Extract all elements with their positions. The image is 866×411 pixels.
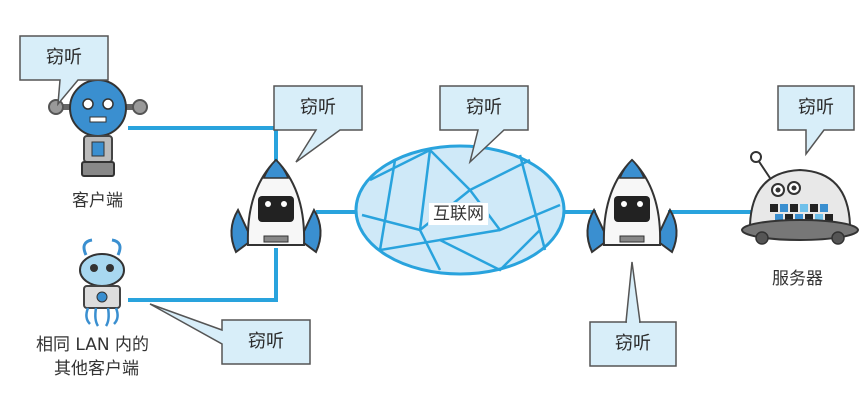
callout-lan-other	[149, 303, 311, 365]
lan-client-label-line2: 其他客户端	[54, 359, 139, 379]
lan-client-robot-icon	[79, 238, 125, 327]
wire-client-to-router	[128, 126, 278, 168]
client-robot-icon	[48, 79, 148, 177]
wire-lan-to-router	[128, 248, 278, 302]
callout-client	[19, 35, 109, 107]
right-router-rocket-icon	[586, 158, 678, 254]
callout-left-router	[273, 85, 363, 163]
callout-internet	[439, 85, 529, 165]
lan-client-label-line1: 相同 LAN 内的	[36, 335, 150, 355]
callout-lan-other-text: 窃听	[248, 331, 284, 352]
left-router-rocket-icon	[230, 158, 322, 254]
callout-right-router	[589, 261, 677, 367]
callout-internet-text: 窃听	[466, 97, 502, 118]
callout-server	[777, 85, 855, 157]
callout-server-text: 窃听	[798, 97, 834, 118]
callout-left-router-text: 窃听	[300, 97, 336, 118]
callout-client-text: 窃听	[46, 47, 82, 68]
server-robot-icon	[741, 151, 859, 245]
callout-right-router-text: 窃听	[615, 333, 651, 354]
server-label: 服务器	[772, 269, 823, 289]
internet-label: 互联网	[428, 202, 489, 226]
client-label: 客户端	[72, 191, 123, 211]
